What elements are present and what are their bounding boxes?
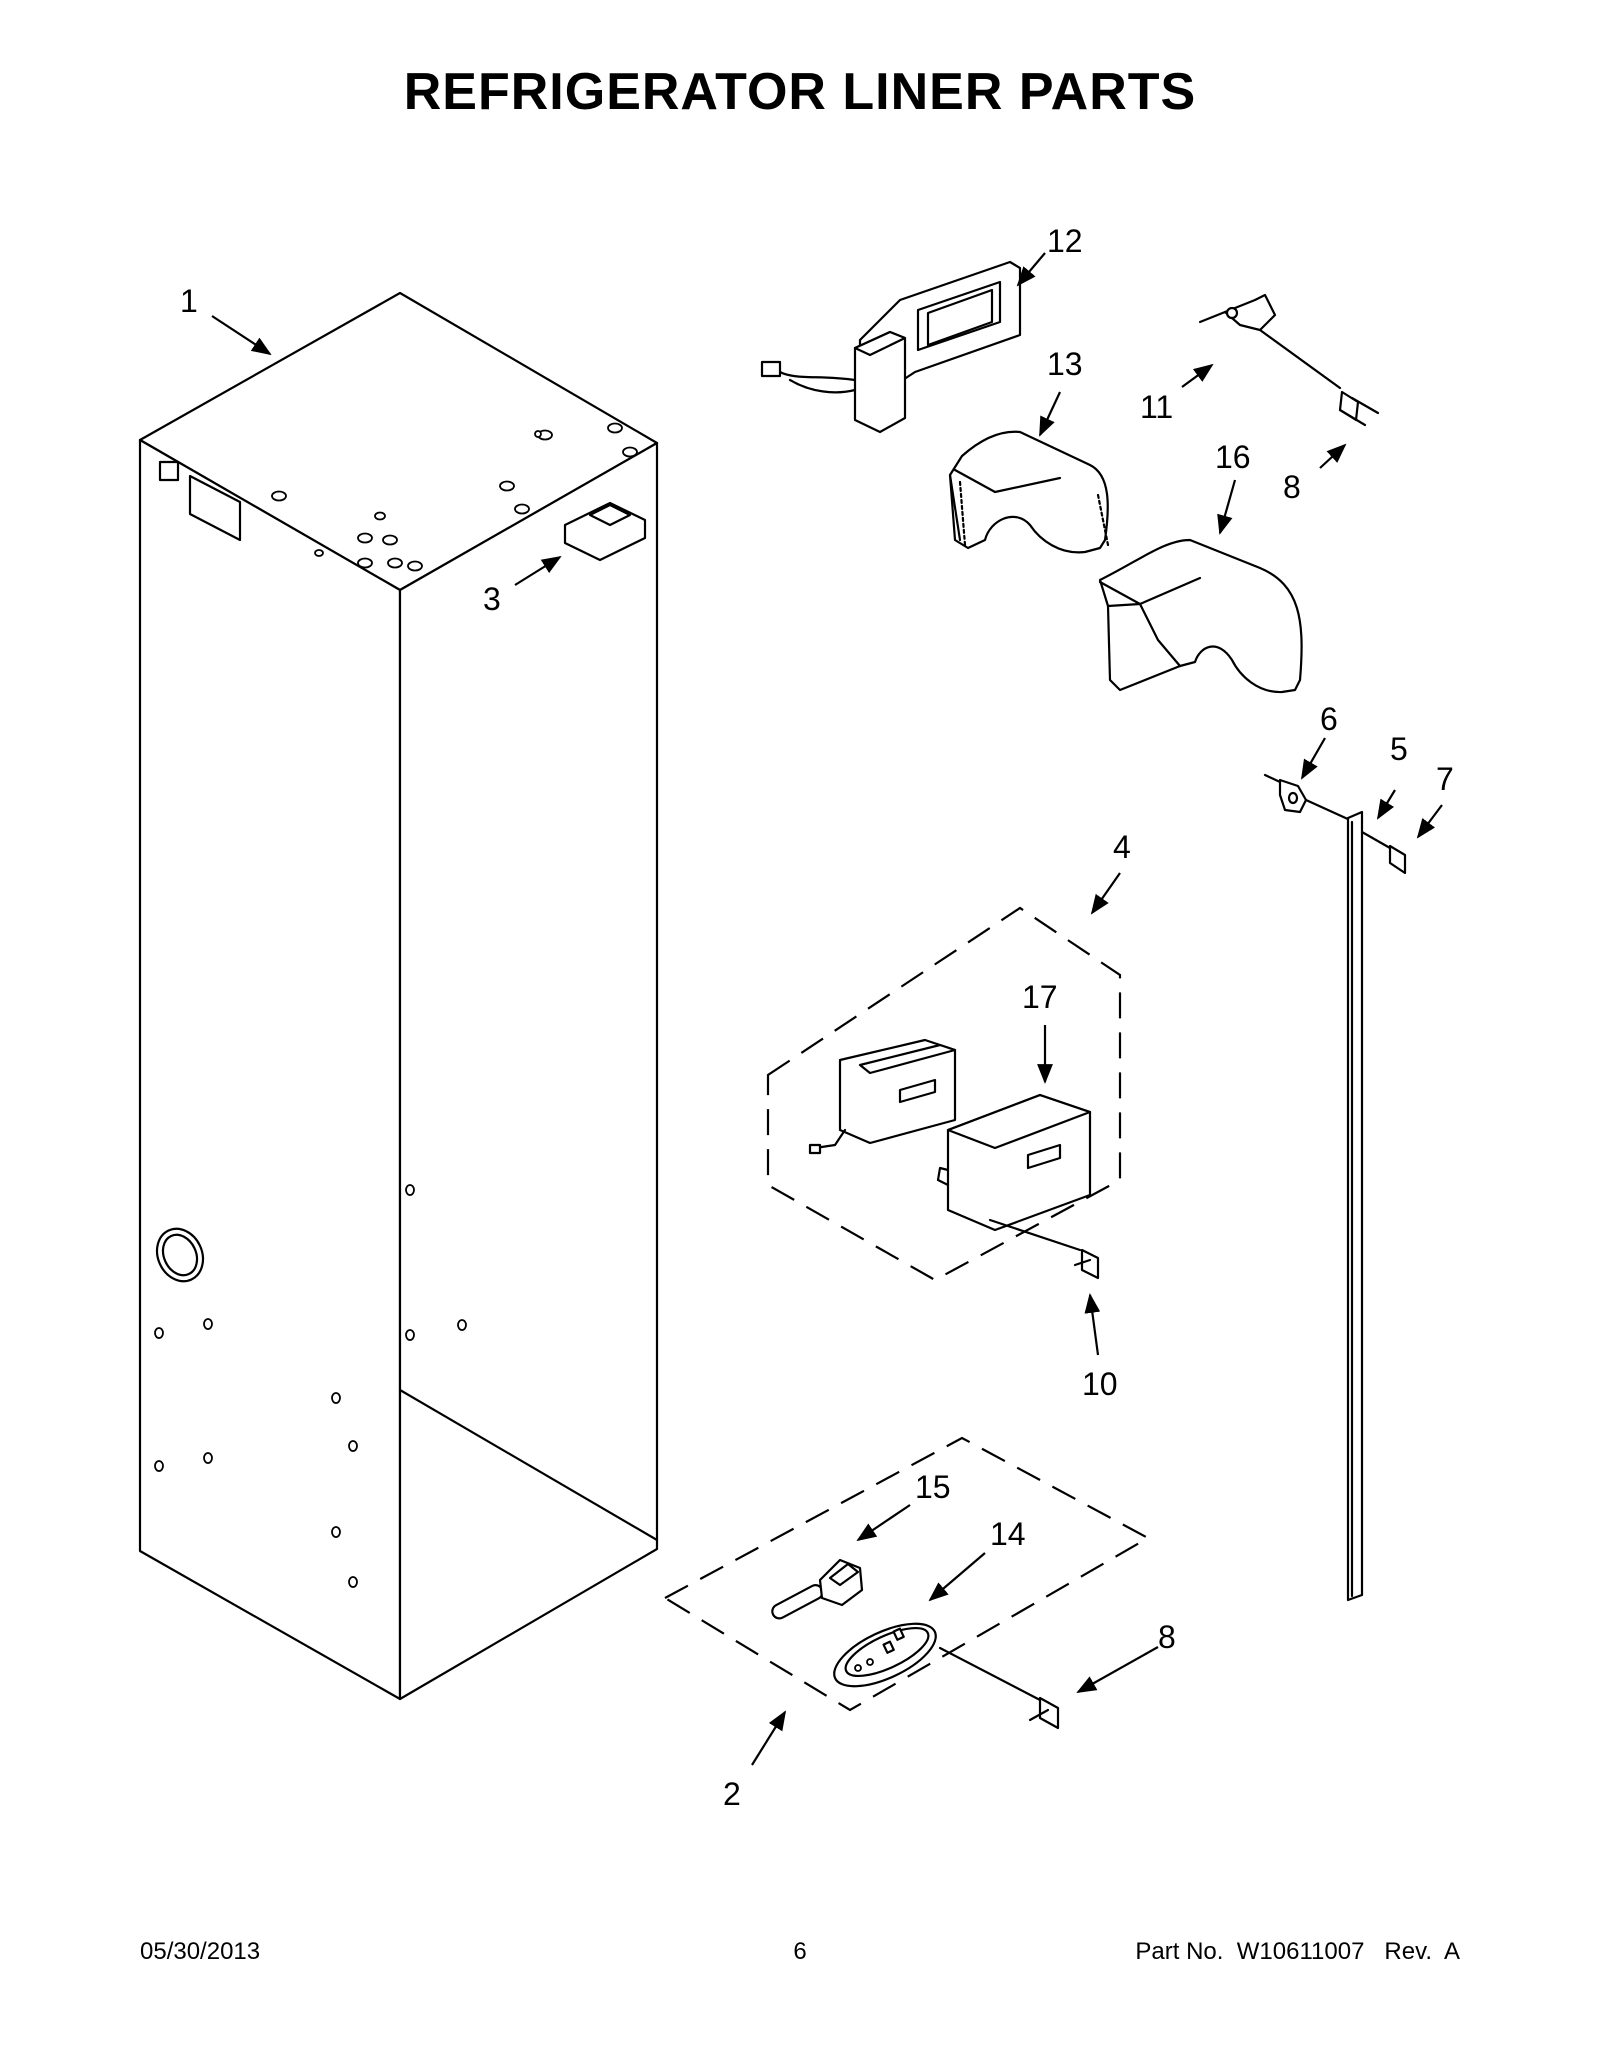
callout-1: 1 [180,283,198,319]
screw-7 [1360,830,1407,875]
assembly-outline-2 [662,1436,1151,1712]
screw-8-bottom [1028,1696,1060,1730]
sensor-15 [771,1558,864,1620]
footer-part-number: Part No. W10611007 Rev. A [1135,1938,1460,1965]
callout-8-top: 8 [1283,469,1301,505]
callout-6: 6 [1320,701,1338,737]
page-title: REFRIGERATOR LINER PARTS [403,63,1197,121]
screw-10 [1073,1248,1100,1280]
callout-labels: 1 3 12 13 11 16 8 6 5 7 4 17 10 15 14 8 … [180,223,1454,1812]
callout-5: 5 [1390,731,1408,767]
callout-12: 12 [1047,223,1083,259]
callout-10: 10 [1082,1366,1118,1402]
callout-8-bottom: 8 [1158,1619,1176,1655]
vent-cover-13 [948,430,1110,554]
callout-11: 11 [1140,389,1173,425]
callout-2: 2 [723,1776,741,1812]
dispenser-pad-14 [833,1622,1042,1702]
control-housing [808,1038,957,1155]
callout-3: 3 [483,581,501,617]
callout-15: 15 [915,1469,951,1505]
callout-4: 4 [1113,829,1131,865]
callout-14: 14 [990,1516,1026,1552]
control-cover-17 [936,1093,1092,1252]
liner-cabinet [138,291,659,1701]
leader-arrows [211,252,1443,1766]
bracket-11 [1198,293,1342,390]
callout-17: 17 [1022,979,1058,1015]
light-housing [760,260,1022,434]
clip-6 [1263,773,1352,822]
screw-8-top [1338,390,1380,427]
footer-date: 05/30/2013 [140,1938,261,1965]
callout-7: 7 [1436,761,1454,797]
rail-5 [1346,810,1364,1602]
callout-13: 13 [1047,346,1083,382]
vent-cover-16 [1098,538,1303,694]
assembly-outline-4 [766,906,1122,1282]
callout-16: 16 [1215,439,1251,475]
footer-page-number: 6 [793,1938,807,1965]
